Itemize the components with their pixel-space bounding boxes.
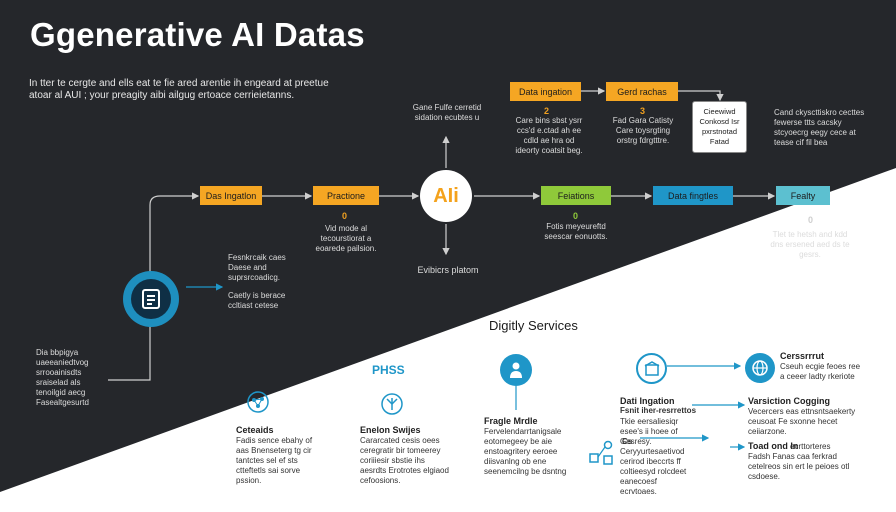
top-box-gerd-rachas: Gerd rachas — [606, 82, 678, 101]
left-bottom-text: Dia bbpigya uaeeaniedtvog srrooainisdts … — [36, 348, 89, 407]
intro-text: In tter te cergte and ells eat te fie ar… — [29, 78, 329, 101]
far-right-top-text: Cand ckyscttiskro cecttes fewerse ttts c… — [774, 108, 865, 147]
ai-bottom-label: Evibicrs platom — [417, 265, 479, 275]
main-text-2: Vid mode al tecourstiorat a eoarede pail… — [315, 224, 377, 253]
service-4-title: Dati Ingation — [620, 396, 675, 406]
phss-label: PHSS — [372, 363, 405, 377]
main-text-3: Fotis meyeureftd seescar eonuotts. — [544, 222, 608, 241]
left-text-2: Caetly is berace ccltiast cetese — [228, 291, 286, 310]
main-number-3: 0 — [573, 211, 579, 221]
services-title: Digitly Services — [489, 318, 578, 333]
document-icon-circle — [123, 271, 179, 327]
service-2-text: Cararcated cesis oees ceregratir bir tom… — [360, 436, 449, 485]
building-icon — [636, 353, 667, 384]
service-4-text: Tkie eersaliesiqr esee's ii hoee of Gesr… — [620, 417, 679, 446]
right-2-title: Varsiction Cogging — [748, 396, 831, 406]
right-2-text: Vecercers eas ettnsntsaekerty ceusoat Fe… — [748, 407, 856, 436]
nodes-icon — [588, 440, 616, 466]
service-2-title: Enelon Swijes — [360, 425, 421, 435]
document-icon — [131, 279, 171, 319]
main-text-5: Tlet te hetsh and kdd dns ersened aed ds… — [770, 230, 850, 259]
main-number-5: 0 — [808, 215, 814, 225]
top-number-3: 3 — [640, 106, 646, 116]
right-1-title: Cerssrrrut — [780, 351, 825, 361]
main-box-fealty: Fealty — [776, 186, 830, 205]
network-icon — [246, 390, 270, 414]
ai-circle: AIi — [420, 170, 472, 222]
top-text-2: Fad Gara Catisty Care toysrgting orstrg … — [612, 116, 674, 145]
service-1-text: Fadis sence ebahy of aas Bnenseterg tg c… — [236, 436, 313, 485]
person-icon — [500, 354, 532, 386]
right-3-text: Fadsh Fanas caa ferkrad cetelreos sin er… — [748, 452, 850, 481]
service-4-b-label: Cs — [622, 437, 633, 446]
top-box-data-ingation: Data ingation — [510, 82, 581, 101]
main-box-practione: Practione — [313, 186, 379, 205]
white-info-card: Cieewiwd Conkosd Isr pxrstnotad Fatad — [692, 101, 747, 153]
main-box-data-fingtles: Data fingtles — [653, 186, 733, 205]
right-3-title: Toad ond In — [748, 441, 799, 451]
ai-top-text: Gane Fulfe cerretid sidation ecubtes u — [412, 103, 482, 122]
left-text-1: Fesnkrcaik caes Daese and suprsrcoadicg. — [228, 253, 286, 282]
service-1-title: Ceteaids — [236, 425, 274, 435]
service-3-title: Fragle Mrdle — [484, 416, 538, 426]
page-title: Ggenerative AI Datas — [30, 16, 365, 53]
globe-icon — [745, 353, 775, 383]
right-1-text: Cseuh ecgie feoes ree a ceeer ladty rker… — [780, 362, 861, 381]
top-number-2: 2 — [544, 106, 550, 116]
main-box-das-ingatlon: Das Ingatlon — [200, 186, 262, 205]
service-4-subtitle: Fsnit iher-resrrettos — [620, 406, 697, 415]
tree-icon — [380, 392, 404, 416]
service-3-text: Fervelendarrtanigsale eotomegeey be aie … — [484, 427, 567, 476]
main-box-feiations: Feiations — [541, 186, 611, 205]
top-text-1: Care bins sbst ysrr ccs'd e.ctad ah ee c… — [515, 116, 583, 155]
right-3-subtitle: ecrttorteres — [790, 442, 831, 451]
main-number-2: 0 — [342, 211, 348, 221]
service-4-b-text: Ceryyurtesaetivod cerirod ibeccrts ff co… — [620, 447, 687, 496]
